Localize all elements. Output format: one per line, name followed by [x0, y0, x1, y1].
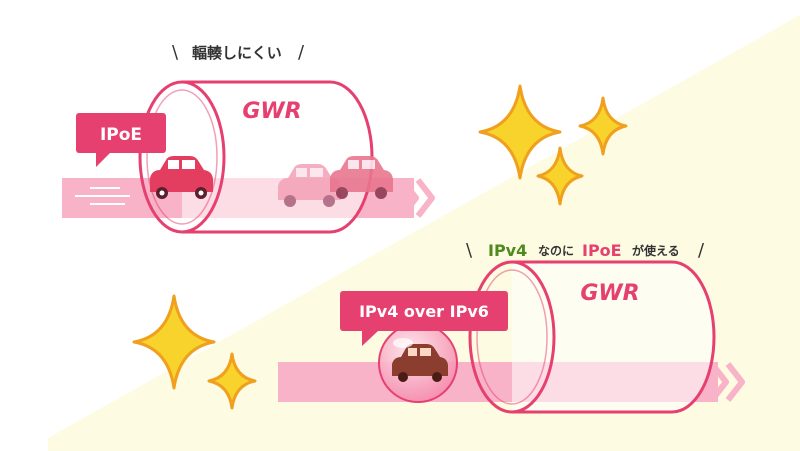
bottom-tunnel: GWR	[468, 260, 716, 414]
bottom-caption-ipoe: IPoE	[582, 241, 622, 260]
top-tag-ipoe: IPoE	[76, 113, 166, 167]
top-car-middle	[278, 164, 341, 207]
sparkle-icon-small-right	[578, 96, 628, 156]
top-caption: \ 輻輳しにくい /	[172, 42, 305, 63]
bottom-caption-right-mark: /	[698, 240, 705, 261]
top-tag-label: IPoE	[100, 125, 142, 145]
bottom-tunnel-label: GWR	[580, 281, 639, 306]
bottom-caption-tsukaeru: が使える	[632, 243, 680, 258]
top-caption-right-mark: /	[298, 42, 305, 63]
bottom-tag-ipv4-over-ipv6: IPv4 over IPv6	[340, 291, 508, 346]
sparkle-icon-small-bottom	[536, 146, 584, 206]
top-tunnel-label: GWR	[242, 99, 301, 124]
top-caption-text: 輻輳しにくい	[192, 44, 282, 62]
bottom-caption-left-mark: \	[466, 240, 473, 261]
bottom-tag-label: IPv4 over IPv6	[359, 302, 489, 321]
bottom-caption-nanoni: なのに	[538, 244, 574, 258]
top-caption-left-mark: \	[172, 42, 179, 63]
sparkle-icon-bottom-large	[132, 294, 216, 390]
sparkle-icon-bottom-small	[207, 352, 257, 410]
bottom-caption-ipv4: IPv4	[488, 241, 527, 260]
top-car-front	[150, 156, 213, 199]
top-car-rear	[330, 156, 393, 199]
sparkle-icon-large	[478, 84, 562, 180]
bottom-caption: \ IPv4 なのに IPoE が使える /	[466, 240, 705, 261]
bubble-car	[378, 323, 458, 403]
